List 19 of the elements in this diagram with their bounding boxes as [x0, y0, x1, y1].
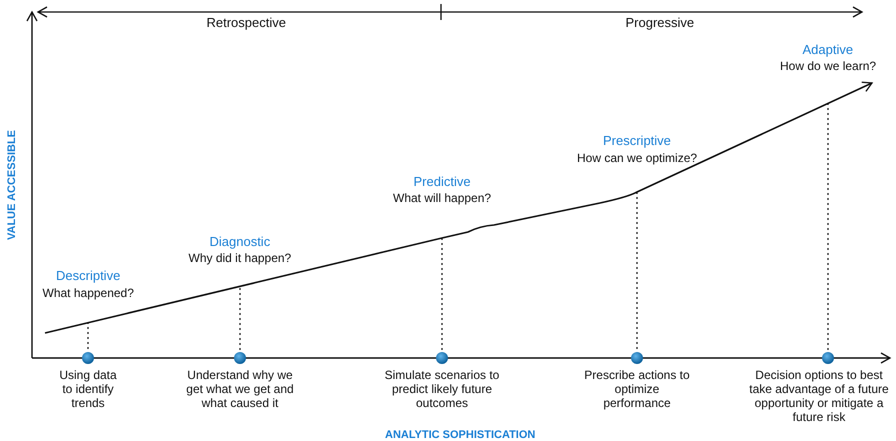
stage-title: Adaptive — [802, 43, 854, 57]
axis-label: ANALYTIC SOPHISTICATION — [385, 428, 536, 441]
stage-title: Descriptive — [56, 269, 120, 283]
stage-description: Using data to identify trends — [58, 368, 118, 410]
axis-label: VALUE ACCESSIBLE — [5, 130, 19, 240]
stage-title: Diagnostic — [210, 235, 270, 249]
stage-description: Simulate scenarios to predict likely future outcomes — [384, 368, 500, 410]
stage-question: How do we learn? — [780, 59, 876, 73]
stage-title: Prescriptive — [603, 134, 671, 148]
stage-question: How can we optimize? — [577, 151, 698, 165]
period-label: Progressive — [626, 16, 694, 30]
stage-question: What will happen? — [393, 191, 492, 205]
period-label: Retrospective — [206, 16, 286, 30]
stage-title: Predictive — [414, 175, 471, 189]
stage-description: Decision options to best take advantage of a future opportunity or mitigate a future risk — [748, 368, 890, 424]
stage-question: What happened? — [42, 286, 134, 300]
stage-question: Why did it happen? — [188, 251, 292, 265]
stage-description: Understand why we get what we get and what caused it — [185, 368, 295, 410]
stage-description: Prescribe actions to optimize performance — [583, 368, 691, 410]
